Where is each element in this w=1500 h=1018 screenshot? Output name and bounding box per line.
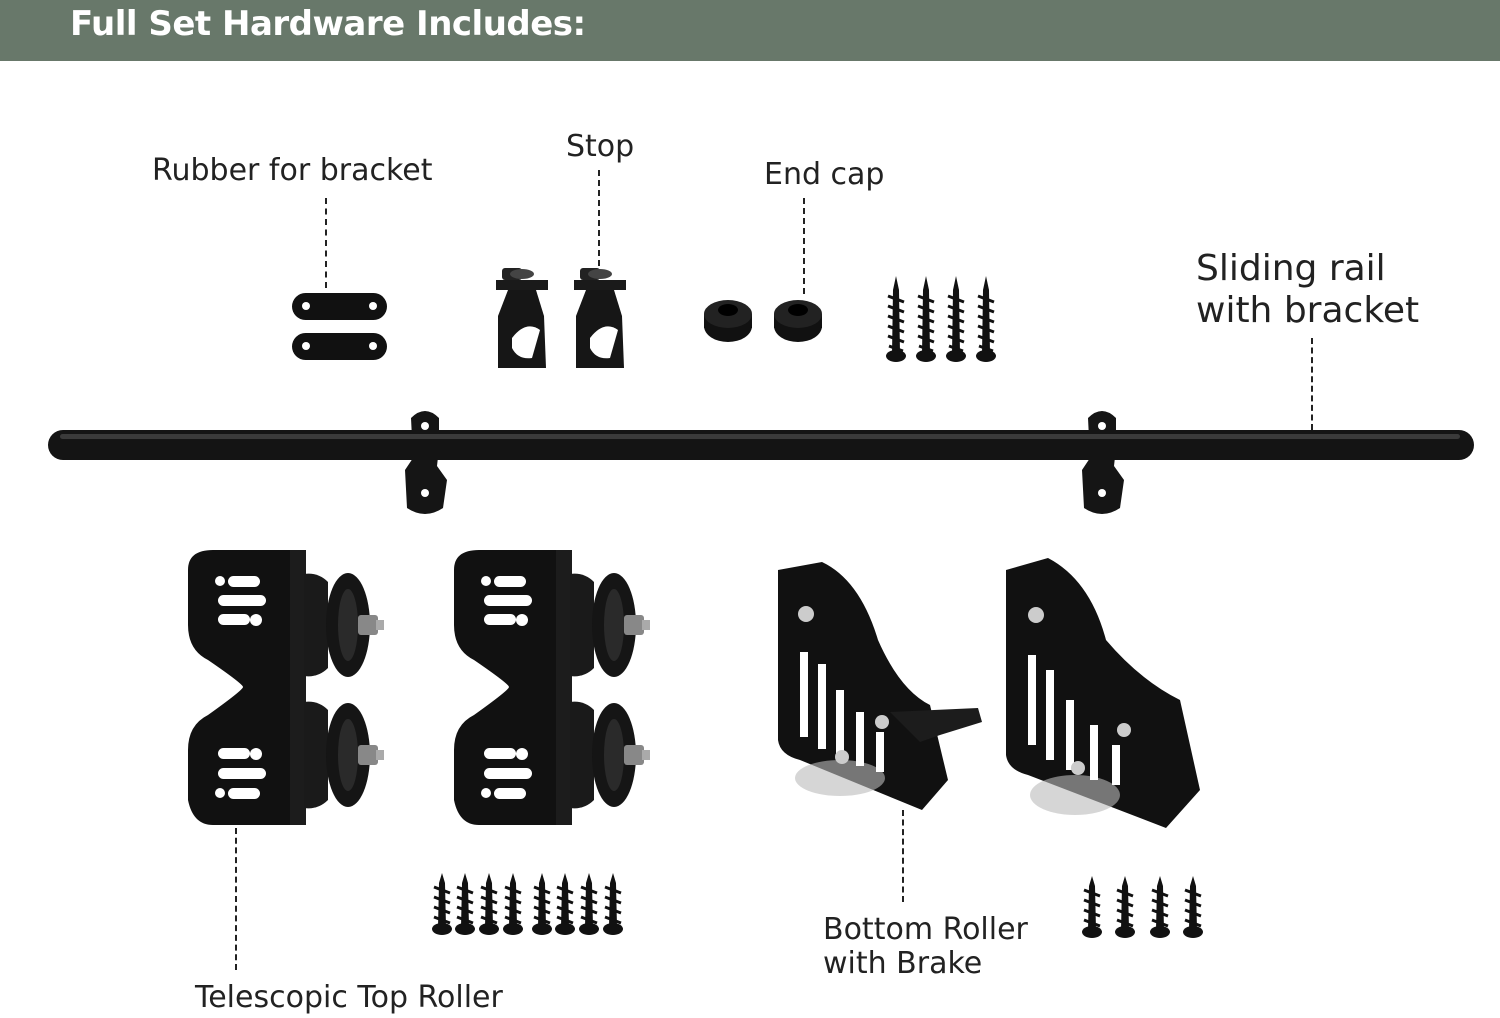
label-rubber-for-bracket: Rubber for bracket (152, 153, 433, 188)
leader-end-cap (803, 198, 805, 294)
leader-rubber (325, 198, 327, 288)
rubber-pads (292, 293, 387, 360)
leader-stop (598, 170, 600, 266)
leader-top-roller (235, 828, 237, 970)
leader-sliding-rail (1311, 338, 1313, 430)
label-sliding-rail-line1: Sliding rail (1196, 248, 1386, 289)
header-title: Full Set Hardware Includes: (70, 4, 586, 44)
label-bottom-roller-line1: Bottom Roller (823, 912, 1028, 947)
label-bottom-roller-line2: with Brake (823, 946, 983, 981)
stop-pieces (496, 268, 626, 368)
bottom-roller-screws (1080, 874, 1205, 940)
rail-screws (884, 274, 998, 364)
top-roller-screws (430, 871, 625, 937)
label-telescopic-top-roller: Telescopic Top Roller (195, 980, 503, 1015)
top-rollers (188, 550, 650, 825)
bottom-roller (1006, 558, 1200, 828)
end-caps (704, 300, 822, 342)
header-banner: Full Set Hardware Includes: (0, 0, 1500, 61)
sliding-rail (48, 411, 1474, 514)
label-bottom-roller: Bottom Roller with Brake (823, 913, 1028, 981)
leader-bottom-roller (902, 810, 904, 902)
label-stop: Stop (566, 129, 635, 164)
label-sliding-rail: Sliding rail with bracket (1196, 248, 1419, 332)
label-end-cap: End cap (764, 157, 885, 192)
bottom-roller-brake (778, 562, 982, 810)
label-sliding-rail-line2: with bracket (1196, 290, 1420, 331)
